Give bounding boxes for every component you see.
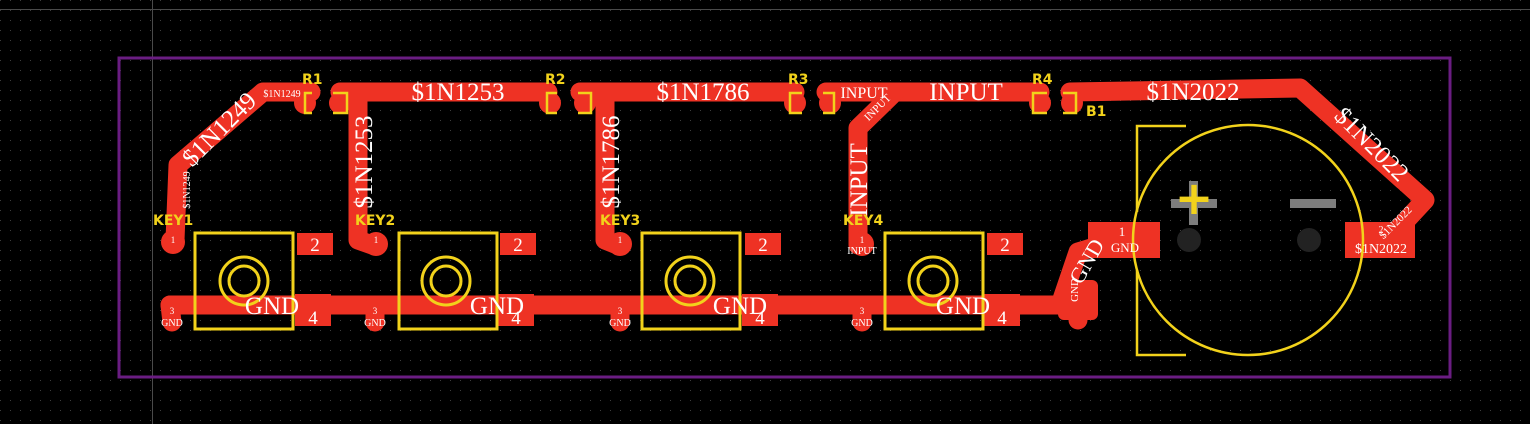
b1-pad-1-number: 1 — [1119, 224, 1126, 239]
minus-icon: − — [1293, 171, 1332, 225]
key4-pin1-net-label: INPUT — [847, 246, 876, 257]
key3-pin-3: 3 — [618, 306, 623, 316]
ref-key4: KEY4 — [843, 213, 884, 229]
key3-pin-2: 2 — [758, 235, 768, 256]
minus-marker — [1290, 199, 1336, 208]
key2-pin-2: 2 — [513, 235, 523, 256]
key4-body[interactable] — [883, 231, 985, 331]
ref-key2: KEY2 — [355, 213, 395, 229]
key-switches — [193, 231, 985, 331]
key1-pin-3-net: GND — [161, 318, 183, 329]
key2-pin-3-net: GND — [364, 318, 386, 329]
plus-marker-vertical — [1189, 181, 1198, 225]
r4-body — [1031, 91, 1078, 115]
key4-pin-3-net: GND — [851, 318, 873, 329]
key4-pad-4[interactable] — [984, 294, 1020, 326]
gnd-stub-label: GND — [1069, 278, 1081, 302]
resistor-silkscreen — [303, 91, 1078, 115]
b1-pad-1-net-label: GND — [1111, 240, 1139, 255]
key3-pin-1: 1 — [618, 235, 623, 245]
key-pad-1-markers — [161, 230, 874, 256]
key3-pin-4: 4 — [755, 308, 765, 329]
b1-hole-1 — [1177, 228, 1201, 252]
key3-pin-3-net: GND — [609, 318, 631, 329]
r2-body — [545, 91, 593, 115]
r1-body — [303, 91, 349, 115]
ref-r2: R2 — [545, 72, 566, 88]
board-outline — [117, 56, 1452, 379]
r4-pad-right[interactable] — [1061, 92, 1083, 114]
net-label-input: INPUT — [929, 79, 1003, 106]
net-label-input-vert: INPUT — [846, 143, 873, 217]
net-label-n1786-vert: $1N1786 — [598, 115, 625, 208]
net-label-n1786: $1N1786 — [656, 79, 749, 106]
key4-pin-3: 3 — [860, 306, 865, 316]
r3-pad-left[interactable] — [784, 92, 806, 114]
copper-pads — [294, 92, 1415, 326]
net-label-n2022: $1N2022 — [1146, 79, 1239, 106]
key4-gnd-label: GND — [936, 293, 990, 320]
ref-key3: KEY3 — [600, 213, 640, 229]
ref-b1: B1 — [1086, 104, 1106, 120]
key2-pad-2[interactable] — [500, 233, 536, 255]
trace-input-down[interactable] — [848, 82, 905, 255]
key2-pin-3: 3 — [373, 306, 378, 316]
key2-body[interactable] — [397, 231, 499, 331]
r3-pin-net-label: INPUT — [840, 85, 887, 102]
r3-pad-right[interactable] — [819, 92, 841, 114]
key2-pin-1: 1 — [374, 235, 379, 245]
key1-pad-2[interactable] — [297, 233, 333, 255]
b1-pad-1[interactable] — [1088, 222, 1160, 258]
trace-n1249[interactable] — [165, 82, 321, 250]
ref-r3: R3 — [788, 72, 809, 88]
key3-pad-2[interactable] — [745, 233, 781, 255]
net-label-n1253: $1N1253 — [411, 79, 504, 106]
ref-r4: R4 — [1032, 72, 1053, 88]
key3-body[interactable] — [640, 231, 742, 331]
key1-body[interactable] — [193, 231, 295, 331]
key3-pad-4[interactable] — [742, 294, 778, 326]
b1-pad-2-net-label: $1N2022 — [1355, 242, 1407, 257]
key2-gnd-label: GND — [470, 293, 524, 320]
trace-gnd-key1[interactable] — [160, 295, 182, 332]
b1-outline-circle — [1131, 123, 1365, 357]
key1-pad-4[interactable] — [295, 294, 331, 326]
r1-pin-net-label: $1N1249 — [263, 89, 300, 100]
key2-pad-4[interactable] — [498, 294, 534, 326]
key1-gnd-label: GND — [245, 293, 299, 320]
r2-pad-right[interactable] — [574, 92, 596, 114]
key1-pad-1[interactable] — [161, 230, 185, 254]
r1-pad-right[interactable] — [329, 92, 351, 114]
key3-gnd-label: GND — [713, 293, 767, 320]
key2-pin-4: 4 — [511, 308, 521, 329]
b1-pad-2-number: 2 — [1379, 225, 1384, 236]
ref-r1: R1 — [302, 72, 323, 88]
key1-pin-net-label: $1N1249 — [182, 171, 193, 208]
b1-hole-2 — [1297, 228, 1321, 252]
key4-pin-1: 1 — [860, 235, 865, 245]
gnd-pad-block[interactable] — [1058, 280, 1098, 320]
b1-pad-2[interactable] — [1345, 222, 1415, 258]
r2-pad-left[interactable] — [539, 92, 561, 114]
key4-pin-4: 4 — [997, 308, 1007, 329]
key1-pin-4: 4 — [308, 308, 318, 329]
r4-pad-left[interactable] — [1029, 92, 1051, 114]
r3-body — [788, 91, 836, 115]
key1-pin-1: 1 — [171, 235, 176, 245]
trace-n2022[interactable] — [1060, 78, 1435, 250]
ref-key1: KEY1 — [153, 213, 193, 229]
key1-pin-3: 3 — [170, 306, 175, 316]
key3-pad-1[interactable] — [608, 232, 632, 256]
net-label-n1253-vert: $1N1253 — [351, 115, 378, 208]
key1-pin-2: 2 — [310, 235, 320, 256]
plus-icon: + — [1175, 171, 1214, 225]
key4-pad-2[interactable] — [987, 233, 1023, 255]
b1-component[interactable]: + − — [1131, 123, 1365, 357]
key2-pad-1[interactable] — [364, 232, 388, 256]
key4-pad-1[interactable] — [850, 232, 874, 256]
key4-pin-2: 2 — [1000, 235, 1010, 256]
b1-outline-bracket — [1135, 124, 1186, 357]
